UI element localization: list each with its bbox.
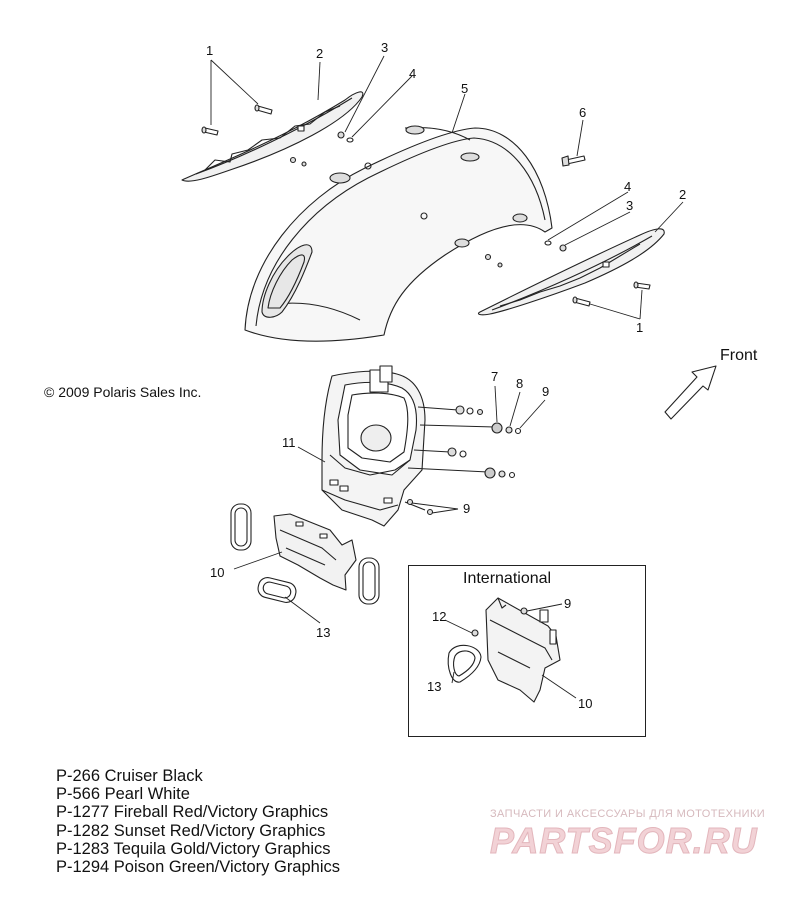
callout-3b: 3 [626, 198, 634, 213]
front-arrow-icon [664, 365, 717, 420]
callout-4a: 4 [409, 66, 417, 81]
international-inset [408, 565, 646, 737]
screw-1b [201, 126, 219, 136]
callout-13b: 13 [427, 679, 442, 694]
callout-9a: 9 [542, 384, 550, 399]
nuts-right [484, 253, 503, 268]
bolt-6 [561, 155, 586, 167]
reflector-left [230, 503, 252, 551]
callout-12: 12 [432, 609, 447, 624]
callout-13a: 13 [316, 625, 331, 640]
callout-6: 6 [579, 105, 587, 120]
front-label: Front [720, 347, 758, 364]
plate-mount [273, 513, 357, 591]
callout-2b: 2 [679, 187, 687, 202]
callout-4b: 4 [624, 179, 632, 194]
callout-9b: 9 [463, 501, 471, 516]
legend-item: P-1282 Sunset Red/Victory Graphics [56, 821, 326, 840]
legend-item: P-266 Cruiser Black [56, 767, 203, 785]
legend-item: P-1283 Tequila Gold/Victory Graphics [56, 839, 331, 858]
paint-code-legend: P-266 Cruiser Black P-566 Pearl White P-… [56, 767, 340, 876]
legend-item: P-1277 Fireball Red/Victory Graphics [56, 803, 329, 822]
callout-10a: 10 [210, 565, 225, 580]
legend-item: P-566 Pearl White [56, 785, 190, 804]
copyright-text: © 2009 Polaris Sales Inc. [44, 384, 202, 400]
nuts-left [289, 156, 307, 167]
screw-1c [572, 296, 591, 307]
trim-strip-left [181, 91, 364, 182]
callout-3a: 3 [381, 40, 389, 55]
watermark-tagline: ЗАПЧАСТИ И АКСЕССУАРЫ ДЛЯ МОТОТЕХНИКИ [490, 808, 766, 820]
bracket-fasteners [404, 405, 522, 516]
washer-4a [346, 137, 354, 143]
callout-7: 7 [491, 369, 499, 384]
international-title: International [463, 570, 552, 587]
callout-8: 8 [516, 376, 524, 391]
legend-item: P-1294 Poison Green/Victory Graphics [56, 858, 341, 877]
callout-10b: 10 [578, 696, 593, 711]
washer-4b [544, 240, 552, 246]
nut-3a [337, 131, 345, 139]
license-bracket [321, 365, 426, 527]
nut-3b [559, 244, 567, 252]
callout-1a: 1 [206, 43, 214, 58]
watermark-logo: PARTSFOR.RU [490, 820, 758, 862]
callout-2a: 2 [316, 46, 324, 61]
trim-strip-right [477, 228, 665, 316]
screw-1d [633, 281, 651, 290]
reflector-right [358, 557, 380, 605]
intl-bracket [485, 597, 561, 703]
callout-1b: 1 [636, 320, 644, 335]
screw-1a [254, 104, 273, 115]
callout-9c: 9 [564, 596, 572, 611]
callout-11: 11 [282, 435, 296, 450]
intl-reflector [447, 644, 482, 683]
reflector-13 [257, 577, 297, 603]
leader-lines [210, 55, 684, 699]
front-fender [244, 125, 553, 342]
callout-5: 5 [461, 81, 469, 96]
